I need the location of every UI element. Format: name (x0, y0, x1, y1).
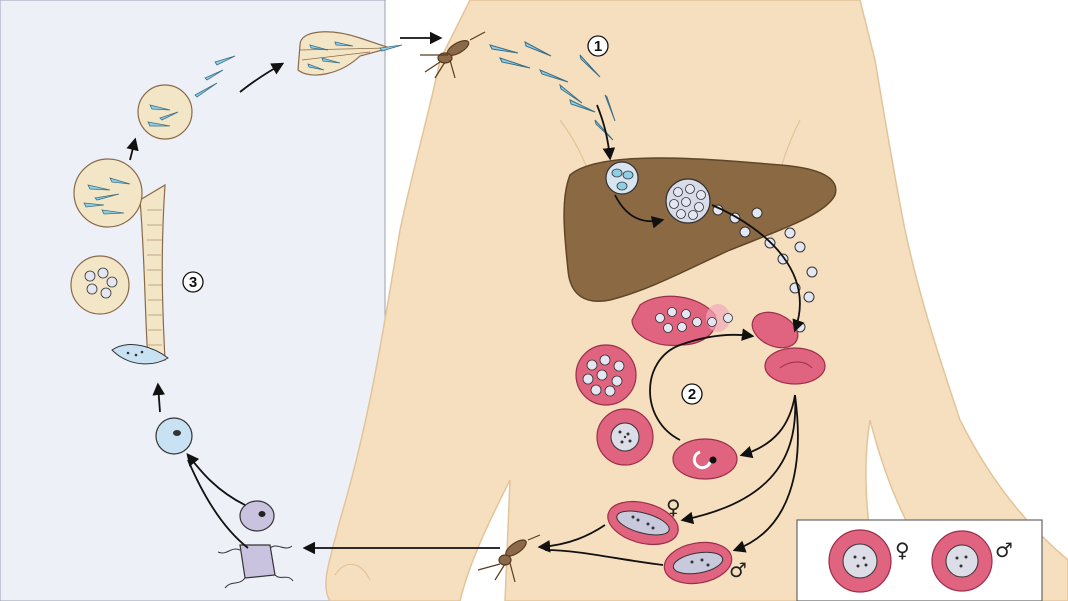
rbc-healthy (751, 311, 826, 385)
ookinete (111, 344, 169, 365)
female-symbol: ♀ (666, 495, 681, 519)
arrow-macrogamete-to-zygote (186, 453, 246, 506)
svg-text:3: 3 (189, 274, 197, 291)
arrow-to-male-gametocyte (732, 394, 799, 553)
arrow-to-female-gametocyte (680, 394, 797, 525)
svg-text:2: 2 (688, 386, 696, 403)
oocyst-young (70, 255, 130, 315)
mosquito-feeding (477, 534, 541, 583)
arrow-gametocytes-to-mosquito (537, 524, 606, 553)
inset-male-gametocyte (931, 530, 993, 592)
salivary-gland (297, 31, 403, 76)
zygote (155, 417, 193, 455)
inset-female-gametocyte (828, 529, 892, 593)
rbc-trophozoite (596, 408, 654, 466)
human-body (325, 0, 1068, 601)
liver-schizont (665, 178, 711, 224)
oocyst-rupturing (137, 55, 236, 140)
arrow-blood-cycle (649, 328, 755, 441)
macrogamete (239, 500, 275, 532)
stage-marker-3: 3 (182, 271, 204, 293)
rbc-bursting-schizont (631, 295, 733, 347)
arrow-to-ring (739, 394, 796, 459)
oocyst-sporozoites (73, 158, 143, 228)
cycle-arrows (126, 31, 805, 566)
arrow-microgamete-to-zygote (187, 459, 249, 549)
arrow-to-rupture (239, 62, 285, 93)
arrow-male-to-mosquito (544, 549, 664, 566)
sporozoites-injected (489, 41, 616, 141)
infected-hepatocyte (605, 161, 639, 195)
rbc-ring-stage (672, 438, 738, 480)
male-symbol: ♂ (729, 558, 747, 582)
arrow-to-mature-oocyst (126, 137, 139, 161)
arrow-to-liver (596, 104, 616, 161)
stage-marker-1: 1 (587, 35, 609, 57)
inset-female-symbol: ♀ (895, 538, 910, 562)
liver (563, 157, 837, 302)
female-gametocyte (607, 500, 679, 546)
inset-male-symbol: ♂ (995, 538, 1013, 562)
gametocyte-inset (796, 519, 1043, 601)
arrow-hepatocyte-to-schizont (614, 194, 665, 229)
rbc-mature-schizont (575, 344, 637, 406)
mosquito-panel (0, 0, 386, 601)
arrow-zygote-to-ookinete (152, 382, 166, 413)
arrow-liver-to-blood (711, 204, 805, 333)
stage-marker-2: 2 (681, 383, 703, 405)
male-gametocyte (663, 541, 733, 585)
mosquito-biting (420, 31, 486, 79)
microgametes-exflagellating (217, 544, 294, 589)
svg-text:1: 1 (594, 38, 602, 55)
